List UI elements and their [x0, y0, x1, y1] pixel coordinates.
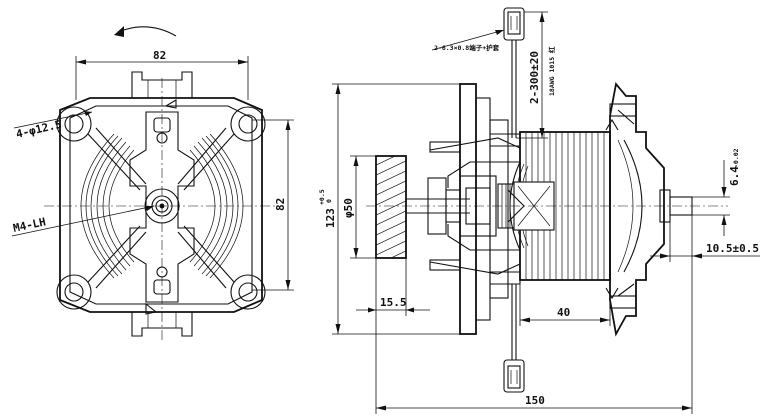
overall-height-tol-upper: +0.5 — [318, 189, 326, 205]
fan-thickness-dimension: 15.5 — [356, 258, 430, 316]
shaft-extension-dimension: 10.5±0.5 — [650, 215, 760, 262]
front-width-dimension: 82 — [75, 49, 249, 100]
mount-hole-label: 4-φ12.5 — [15, 118, 63, 141]
overall-height-dimension: 123 +0.5 0 — [318, 83, 470, 335]
terminal-spec-label: 2-6.3×0.8端子+护套 — [434, 43, 500, 52]
overall-height-label: 123 — [324, 208, 337, 228]
lead-length-label: 2-300±20 — [528, 51, 541, 104]
wire-spec-label: 18AWG 1015 红 — [547, 46, 556, 96]
side-view: 123 +0.5 0 φ50 — [318, 7, 760, 414]
rotor-diameter-dimension: φ50 — [342, 155, 376, 259]
overall-height-tol-lower: 0 — [325, 199, 333, 203]
rotor-diameter-label: φ50 — [342, 198, 355, 218]
front-frame-outline — [59, 97, 263, 313]
stack-length-dimension: 40 — [519, 280, 611, 326]
shaft-diameter-dimension: 6.4 -0.02 — [692, 148, 741, 236]
shaft-thread-callout: M4-LH — [11, 205, 155, 237]
shaft-extension-label: 10.5±0.5 — [706, 242, 759, 255]
total-length-label: 150 — [525, 394, 545, 407]
front-height-dimension: 82 — [252, 119, 294, 291]
mount-hole-callout: 4-φ12.5 — [13, 111, 93, 141]
front-height-label: 82 — [274, 198, 287, 211]
shaft-diameter-tol: -0.02 — [732, 148, 740, 168]
total-length-dimension: 150 — [375, 262, 693, 414]
bottom-lead-wire — [503, 284, 525, 393]
stack-length-label: 40 — [557, 306, 570, 319]
top-lead-wire: 2-300±20 18AWG 1015 红 2-6.3×0.8端子+护套 — [431, 7, 556, 139]
front-width-label: 82 — [153, 49, 166, 62]
front-view: 82 82 — [11, 26, 294, 340]
rotation-arrow-icon — [117, 26, 177, 37]
rotation-arrowhead-icon — [114, 26, 124, 37]
fan-thickness-label: 15.5 — [380, 296, 407, 309]
shaft-diameter-label: 6.4 — [728, 166, 741, 186]
